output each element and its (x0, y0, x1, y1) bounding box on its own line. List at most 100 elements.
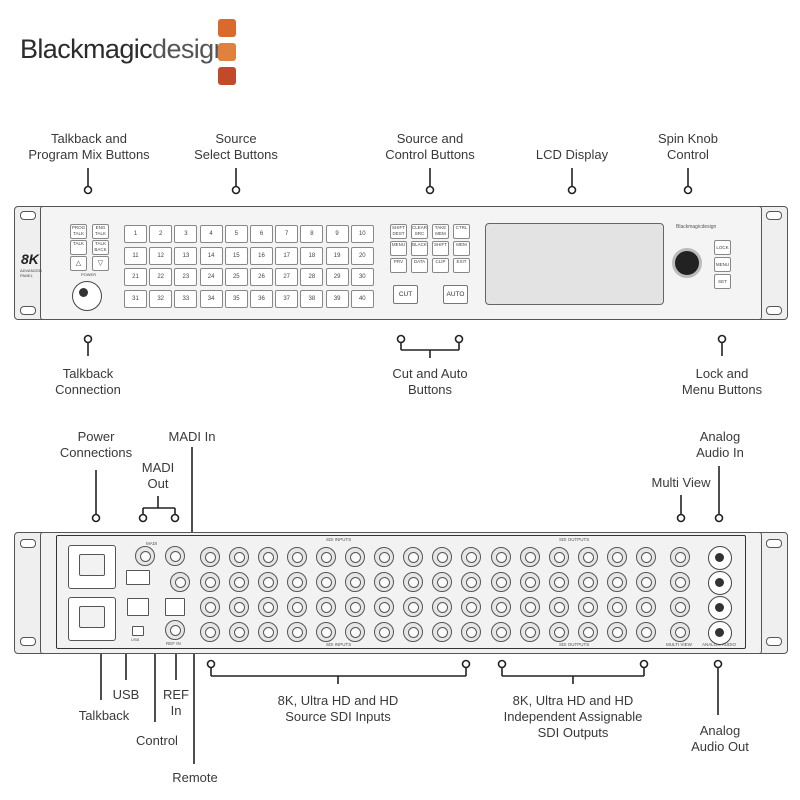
sdi-input-connector[interactable] (461, 597, 481, 617)
control-button[interactable]: TAKE MEM (432, 224, 449, 239)
madi-out-connector[interactable] (135, 546, 155, 566)
sdi-input-connector[interactable] (287, 547, 307, 567)
sdi-input-connector[interactable] (432, 622, 452, 642)
source-button-7[interactable]: 7 (275, 225, 299, 243)
lock-button[interactable]: LOCK (714, 240, 731, 255)
sdi-output-connector[interactable] (578, 597, 598, 617)
sdi-input-connector[interactable] (287, 572, 307, 592)
sdi-input-connector[interactable] (403, 547, 423, 567)
analog-audio-in-connector[interactable] (708, 571, 732, 595)
sdi-output-connector[interactable] (491, 572, 511, 592)
talkback-xlr-connector[interactable] (72, 281, 102, 311)
control-button[interactable]: CLIP (432, 258, 449, 273)
sdi-output-connector[interactable] (549, 572, 569, 592)
source-button-3[interactable]: 3 (174, 225, 198, 243)
sdi-input-connector[interactable] (287, 597, 307, 617)
sdi-input-connector[interactable] (229, 597, 249, 617)
sdi-input-connector[interactable] (200, 547, 220, 567)
control-button[interactable]: MENU (390, 241, 407, 256)
talk-back-button[interactable]: TALK BACK (92, 240, 109, 255)
sdi-input-connector[interactable] (316, 622, 336, 642)
sdi-input-connector[interactable] (200, 597, 220, 617)
source-button-19[interactable]: 19 (325, 246, 349, 265)
source-button-30[interactable]: 30 (350, 268, 374, 286)
sdi-input-connector[interactable] (374, 622, 394, 642)
volume-up-button[interactable]: △ (70, 256, 87, 271)
sdi-input-connector[interactable] (229, 622, 249, 642)
control-button[interactable]: CTRL (453, 224, 470, 239)
multiview-connector[interactable] (670, 547, 690, 567)
control-button[interactable]: BLACK (411, 241, 428, 256)
source-button-37[interactable]: 37 (275, 289, 299, 308)
source-button-26[interactable]: 26 (250, 268, 273, 286)
multiview-connector[interactable] (670, 597, 690, 617)
sdi-input-connector[interactable] (287, 622, 307, 642)
control-button[interactable]: SHIFT DEST (390, 224, 407, 239)
usb-port[interactable] (132, 626, 144, 636)
control-button[interactable]: SHIFT (432, 241, 449, 256)
sdi-input-connector[interactable] (200, 622, 220, 642)
source-button-9[interactable]: 9 (325, 225, 349, 243)
sdi-input-connector[interactable] (345, 622, 365, 642)
source-button-21[interactable]: 21 (124, 268, 147, 286)
sdi-input-connector[interactable] (345, 547, 365, 567)
source-button-34[interactable]: 34 (199, 289, 223, 308)
control-button[interactable]: CLEAR SRC (411, 224, 428, 239)
source-button-5[interactable]: 5 (224, 225, 248, 243)
sdi-input-connector[interactable] (461, 622, 481, 642)
source-button-22[interactable]: 22 (149, 268, 173, 286)
sdi-input-connector[interactable] (403, 622, 423, 642)
source-button-13[interactable]: 13 (174, 246, 198, 265)
sdi-output-connector[interactable] (636, 597, 656, 617)
sdi-output-connector[interactable] (549, 622, 569, 642)
volume-down-button[interactable]: ▽ (92, 256, 109, 271)
sdi-output-connector[interactable] (578, 547, 598, 567)
sdi-input-connector[interactable] (345, 597, 365, 617)
sdi-input-connector[interactable] (374, 597, 394, 617)
sdi-output-connector[interactable] (549, 547, 569, 567)
cut-button[interactable]: CUT (393, 285, 418, 304)
sdi-input-connector[interactable] (229, 547, 249, 567)
sdi-input-connector[interactable] (461, 547, 481, 567)
power-inlet-2[interactable] (68, 597, 116, 641)
sdi-output-connector[interactable] (520, 547, 540, 567)
source-button-36[interactable]: 36 (250, 289, 273, 308)
madi-in-connector[interactable] (170, 572, 190, 592)
sdi-output-connector[interactable] (549, 597, 569, 617)
sdi-output-connector[interactable] (491, 622, 511, 642)
auto-button[interactable]: AUTO (443, 285, 468, 304)
source-button-39[interactable]: 39 (325, 289, 349, 308)
source-button-31[interactable]: 31 (124, 289, 147, 308)
sdi-input-connector[interactable] (316, 572, 336, 592)
source-button-17[interactable]: 17 (275, 246, 299, 265)
control-button[interactable]: EXIT (453, 258, 470, 273)
analog-audio-out-connector[interactable] (708, 596, 732, 620)
source-button-35[interactable]: 35 (224, 289, 248, 308)
source-button-11[interactable]: 11 (124, 246, 147, 265)
source-button-25[interactable]: 25 (224, 268, 248, 286)
sdi-input-connector[interactable] (432, 572, 452, 592)
source-button-14[interactable]: 14 (199, 246, 223, 265)
source-button-12[interactable]: 12 (149, 246, 173, 265)
spin-knob[interactable] (672, 248, 702, 278)
source-button-32[interactable]: 32 (149, 289, 173, 308)
source-button-29[interactable]: 29 (325, 268, 349, 286)
source-button-2[interactable]: 2 (149, 225, 173, 243)
sdi-output-connector[interactable] (491, 597, 511, 617)
menu-button[interactable]: MENU (714, 257, 731, 272)
sdi-input-connector[interactable] (258, 622, 278, 642)
sdi-output-connector[interactable] (607, 572, 627, 592)
ethernet-port[interactable] (127, 598, 149, 616)
sdi-output-connector[interactable] (607, 622, 627, 642)
sdi-output-connector[interactable] (520, 597, 540, 617)
sdi-input-connector[interactable] (403, 597, 423, 617)
source-button-8[interactable]: 8 (300, 225, 324, 243)
multiview-connector[interactable] (670, 622, 690, 642)
sdi-output-connector[interactable] (520, 572, 540, 592)
source-button-6[interactable]: 6 (250, 225, 273, 243)
sdi-output-connector[interactable] (636, 572, 656, 592)
sdi-input-connector[interactable] (461, 572, 481, 592)
source-button-28[interactable]: 28 (300, 268, 324, 286)
ref-in-connector[interactable] (165, 620, 185, 640)
sdi-input-connector[interactable] (432, 597, 452, 617)
